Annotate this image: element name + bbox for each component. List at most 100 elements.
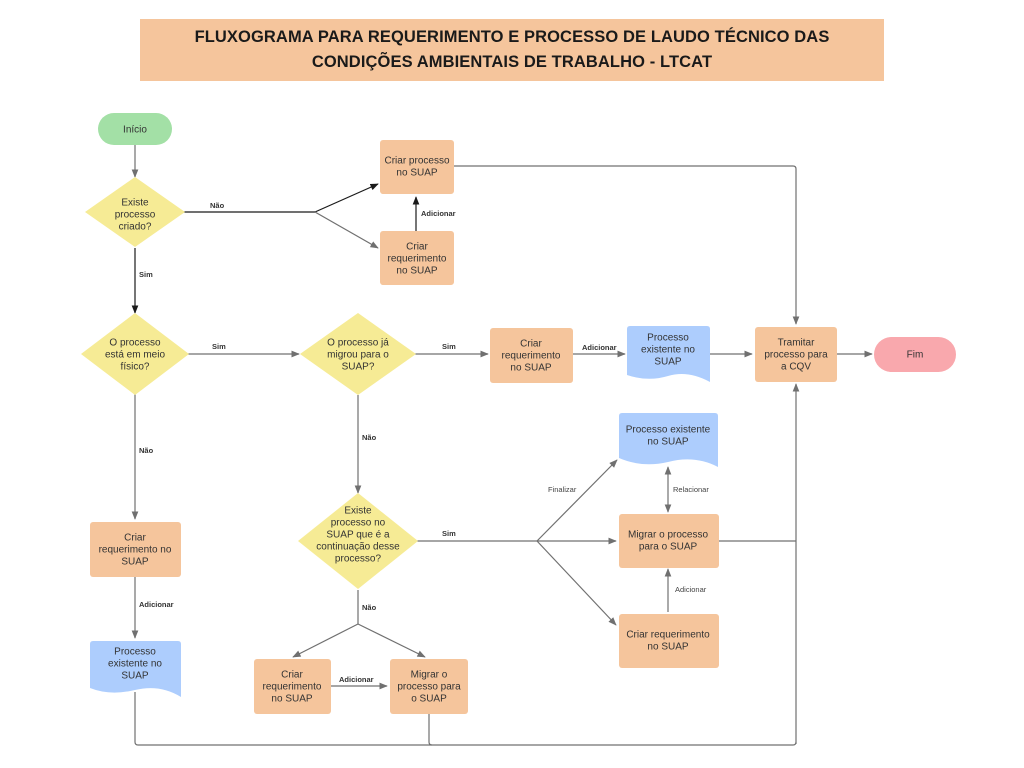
document-shape [627, 326, 710, 382]
process-shape [490, 328, 573, 383]
title-line-1: FLUXOGRAMA PARA REQUERIMENTO E PROCESSO … [194, 28, 830, 46]
node-label-line: criado? [119, 222, 152, 233]
node-inicio[interactable]: Início [98, 113, 172, 145]
node-label-line: SUAP [121, 671, 149, 682]
edge-label-adicionar-mid: Adicionar [582, 343, 617, 352]
edge-label-sim-continuacao: Sim [442, 529, 456, 538]
node-label-line: processo [115, 210, 156, 221]
node-label-line: processo? [335, 554, 382, 565]
node-label-line: requerimento [502, 351, 561, 362]
process-shape [90, 522, 181, 577]
diagram-title: FLUXOGRAMA PARA REQUERIMENTO E PROCESSO … [140, 19, 884, 81]
process-shape [380, 140, 454, 194]
node-label-line: para o SUAP [639, 542, 698, 553]
process-shape [619, 614, 719, 668]
node-label-line: Criar requerimento [626, 630, 710, 641]
edge-label-nao-top: Não [210, 201, 225, 210]
edge-label-nao-meio-fisico: Não [139, 446, 154, 455]
document-shape [90, 641, 181, 697]
node-label-line: Criar [406, 242, 428, 253]
decision-shape [298, 493, 418, 589]
node-label-line: no SUAP [647, 437, 688, 448]
document-shape [619, 413, 718, 467]
node-label-line: no SUAP [396, 266, 437, 277]
node-label-line: processo para [764, 350, 828, 361]
node-label-line: existente no [641, 345, 695, 356]
process-shape [755, 327, 837, 382]
node-label-line: requerimento [263, 682, 322, 693]
edge-label-sim-meio-fisico: Sim [212, 342, 226, 351]
edge-label-adicionar-left: Adicionar [139, 600, 174, 609]
terminal-shape [874, 337, 956, 372]
node-label-line: está em meio [105, 350, 165, 361]
node-label-line: o SUAP [411, 694, 447, 705]
node-label-line: Migrar o processo [628, 530, 708, 541]
edge-label-sim-ja-migrou: Sim [442, 342, 456, 351]
node-label-line: SUAP [654, 357, 682, 368]
process-shape [380, 231, 454, 285]
edge-label-relacionar: Relacionar [673, 485, 709, 494]
edge-label-nao-continuacao: Não [362, 603, 377, 612]
edge-label-adicionar-top: Adicionar [421, 209, 456, 218]
edge-to-criar-requerimento-top [314, 211, 379, 249]
edge-labels: Não Adicionar Sim Sim Sim Adicionar Não … [139, 201, 709, 684]
node-label-line: Processo [647, 333, 689, 344]
node-label-line: existente no [108, 659, 162, 670]
edge-processo-left-to-bottom [134, 692, 797, 746]
node-label-line: Criar [281, 670, 303, 681]
title-line-2: CONDIÇÕES AMBIENTAIS DE TRABALHO - LTCAT [311, 53, 713, 71]
edge-label-adicionar-bottom: Adicionar [339, 675, 374, 684]
process-shape [619, 514, 719, 568]
node-label-line: no SUAP [510, 363, 551, 374]
node-label-line: Criar processo [384, 156, 449, 167]
node-label-line: Criar [520, 339, 542, 350]
node-label-line: Início [123, 125, 147, 136]
node-label-line: Migrar o [411, 670, 448, 681]
edges [131, 145, 873, 746]
node-label-line: O processo [109, 338, 161, 349]
node-label-line: Processo [114, 647, 156, 658]
node-fim[interactable]: Fim [874, 337, 956, 372]
node-label-line: no SUAP [647, 642, 688, 653]
node-label-line: SUAP [121, 557, 149, 568]
process-shape [390, 659, 468, 714]
node-label-line: no SUAP [396, 168, 437, 179]
node-label-line: requerimento [388, 254, 447, 265]
terminal-shape [98, 113, 172, 145]
node-label-line: continuação desse [316, 542, 400, 553]
node-label-line: requerimento no [99, 545, 172, 556]
edge-to-criar-req-bottom [292, 623, 359, 658]
edge-criar-processo-to-tramitar [453, 165, 800, 325]
edge-to-criar-processo [314, 183, 379, 213]
edge-finalizar [536, 459, 618, 542]
node-label-line: Existe [121, 198, 149, 209]
